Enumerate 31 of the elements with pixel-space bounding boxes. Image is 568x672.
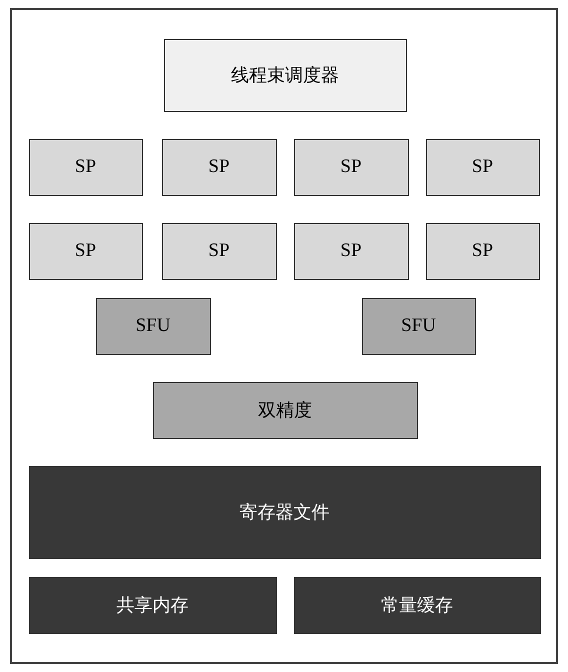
unit-label: 双精度 — [258, 399, 312, 422]
unit-label: 线程束调度器 — [231, 64, 339, 87]
unit-box — [96, 298, 210, 354]
memory-box — [28, 466, 540, 558]
unit-label: SFU — [401, 315, 436, 337]
unit-box — [162, 138, 276, 196]
unit-box — [162, 222, 276, 280]
frame-box — [10, 8, 558, 664]
memory-box — [294, 576, 540, 634]
memory-box — [28, 576, 276, 634]
unit-label: SP — [208, 240, 230, 262]
unit-label: 寄存器文件 — [240, 501, 330, 524]
unit-label: SP — [472, 240, 494, 262]
unit-label: SP — [208, 156, 230, 178]
unit-label: SFU — [136, 315, 170, 337]
unit-box — [28, 222, 142, 280]
unit-box — [426, 138, 540, 196]
unit-label: 常量缓存 — [381, 594, 453, 617]
unit-label: SP — [74, 156, 96, 178]
unit-box — [152, 382, 418, 438]
unit-label: SP — [340, 240, 362, 262]
unit-label: 共享内存 — [116, 594, 188, 617]
unit-label: SP — [74, 240, 96, 262]
unit-box — [362, 298, 476, 354]
unit-box — [294, 222, 408, 280]
unit-box — [426, 222, 540, 280]
unit-box — [294, 138, 408, 196]
unit-box — [28, 138, 142, 196]
unit-label: SP — [340, 156, 362, 178]
unit-box — [164, 38, 406, 112]
unit-label: SP — [472, 156, 494, 178]
